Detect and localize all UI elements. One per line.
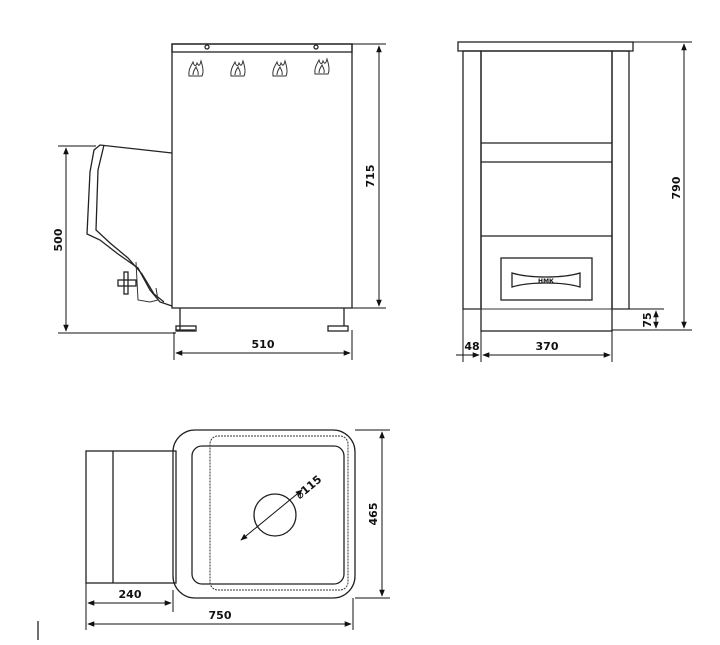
door-tunnel-inner	[95, 144, 165, 303]
dim-115-line	[240, 489, 303, 541]
dim-48-label: 48	[464, 340, 479, 353]
door-tunnel-profile	[86, 144, 173, 307]
dim-500-label: 500	[52, 228, 65, 251]
dim-715-label: 715	[364, 165, 377, 188]
front-right-wall	[611, 50, 630, 310]
dim-750-label: 750	[209, 609, 232, 622]
door-handle-grip	[123, 271, 129, 295]
side-body	[171, 43, 353, 309]
side-foot-left	[175, 325, 197, 332]
top-bolt-left	[204, 44, 210, 50]
dim-115-label: ⌀115	[293, 473, 324, 502]
top-tunnel	[85, 450, 177, 584]
flame-icon-2	[230, 59, 246, 77]
front-left-wall	[462, 50, 482, 310]
ash-door	[500, 257, 593, 301]
side-view: 715 500 510	[52, 43, 386, 360]
side-leg-left	[176, 308, 195, 331]
side-top-plate	[171, 43, 353, 53]
dim-370-label: 370	[536, 340, 559, 353]
top-bolt-right	[313, 44, 319, 50]
dim-790-label: 790	[670, 176, 683, 199]
top-view: ⌀115 465 240 750	[85, 429, 390, 630]
handle-brand-label: НМК	[538, 278, 554, 285]
flame-icon-3	[272, 59, 288, 77]
front-top-plate	[457, 41, 634, 52]
front-view: НМК 790 75 48 370	[456, 41, 692, 362]
door-handle-rod	[117, 279, 137, 287]
top-outer-body	[172, 429, 356, 599]
dim-465-label: 465	[367, 503, 380, 526]
side-foot-right	[327, 325, 349, 332]
ash-door-handle: НМК	[511, 272, 581, 288]
top-offset-outline	[209, 435, 349, 591]
flame-icon-4	[314, 57, 330, 75]
top-inner-body	[191, 445, 345, 585]
front-body	[480, 50, 613, 332]
dim-75-label: 75	[641, 312, 654, 327]
flame-icon-1	[188, 59, 204, 77]
tunnel-bottom	[135, 261, 159, 303]
dim-510-label: 510	[252, 338, 275, 351]
dim-240-label: 240	[119, 588, 142, 601]
